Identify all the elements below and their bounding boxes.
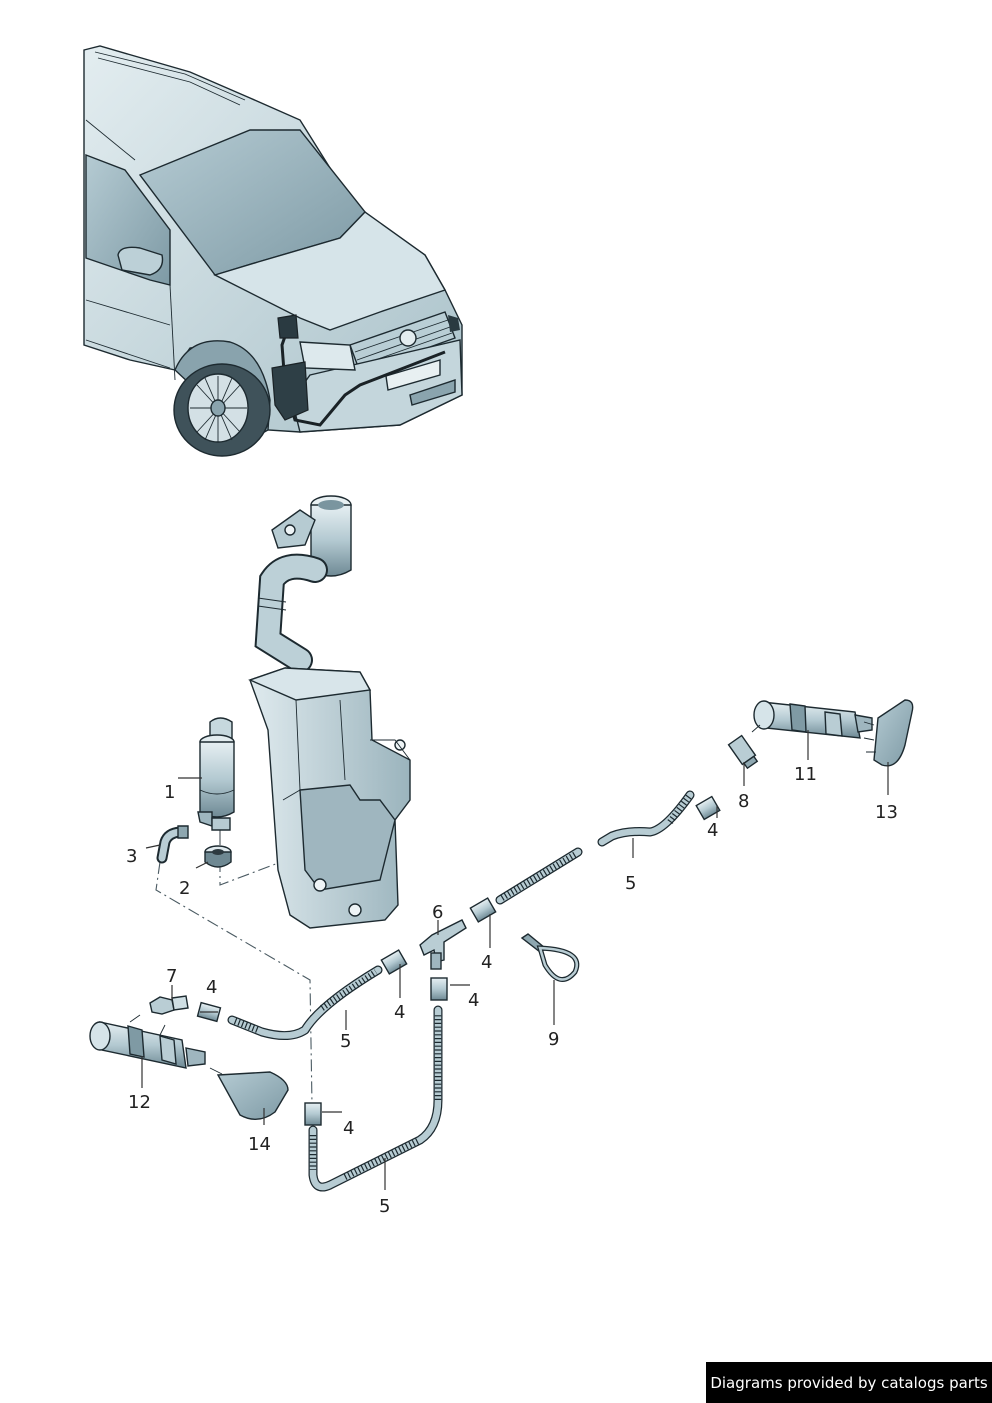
callout-3: 3 — [126, 846, 137, 867]
hose-connector-4b — [469, 897, 497, 923]
hose-clip — [520, 933, 580, 982]
callout-12: 12 — [128, 1092, 151, 1113]
callout-2: 2 — [179, 878, 190, 899]
callout-1: 1 — [164, 782, 175, 803]
hose-upper-right — [495, 790, 695, 905]
callout-labels: 1 2 3 4 4 4 4 4 4 5 5 5 6 7 8 9 11 12 13… — [126, 764, 898, 1217]
washer-nozzle-cap-right — [863, 699, 914, 767]
hose-connector-4d — [430, 977, 448, 1001]
t-piece-connector — [419, 919, 467, 970]
hose-connector-4f — [304, 1102, 322, 1126]
headlamp-washer-nozzle-right — [751, 700, 873, 739]
callout-4e: 4 — [206, 977, 217, 998]
callout-5b: 5 — [340, 1031, 351, 1052]
callout-9: 9 — [548, 1029, 559, 1050]
callout-5a: 5 — [625, 873, 636, 894]
callout-13: 13 — [875, 802, 898, 823]
callout-7: 7 — [166, 966, 177, 987]
callout-4c: 4 — [394, 1002, 405, 1023]
connector-left — [149, 995, 189, 1015]
headlamp-washer-nozzle-left — [89, 1014, 206, 1069]
hose-left — [227, 965, 383, 1040]
hose-bottom-loop — [308, 1005, 443, 1192]
hose-connector-4a — [695, 795, 721, 821]
callout-4a: 4 — [707, 820, 718, 841]
watermark-badge: Diagrams provided by catalogs parts — [706, 1362, 992, 1403]
vehicle-illustration — [83, 45, 463, 457]
connector-right — [727, 734, 759, 770]
callout-4b: 4 — [481, 952, 492, 973]
callout-6: 6 — [432, 902, 443, 923]
callout-14: 14 — [248, 1134, 271, 1155]
washer-pump — [197, 717, 235, 845]
elbow-connector — [156, 825, 189, 864]
callout-11: 11 — [794, 764, 817, 785]
hose-connector-4c — [380, 949, 408, 975]
callout-5c: 5 — [379, 1196, 390, 1217]
callout-8: 8 — [738, 791, 749, 812]
washer-fluid-reservoir — [248, 495, 411, 929]
callout-leaders — [141, 730, 889, 1190]
callout-4d: 4 — [468, 990, 479, 1011]
callout-4f: 4 — [343, 1118, 354, 1139]
pump-grommet — [204, 845, 232, 868]
washer-nozzle-cap-left — [209, 1067, 289, 1120]
